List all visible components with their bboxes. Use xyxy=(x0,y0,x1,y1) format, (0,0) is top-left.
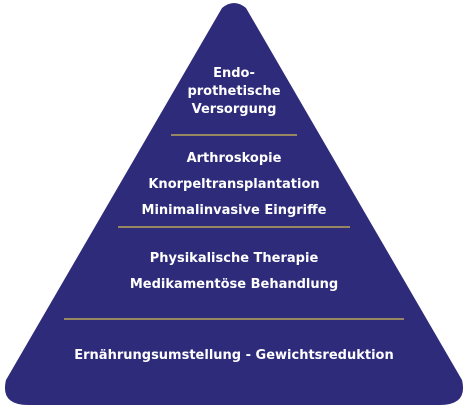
tier-line: Physikalische Therapie xyxy=(149,251,319,266)
tier-line: Ernährungsumstellung - Gewichtsreduktion xyxy=(74,348,394,363)
tier-line: Arthroskopie xyxy=(186,151,282,166)
tier-line: Knorpeltransplantation xyxy=(148,177,320,192)
tier-line: Endo- xyxy=(213,66,255,81)
tier-basis: Ernährungsumstellung - Gewichtsreduktion xyxy=(0,347,468,365)
tier-line: Medikamentöse Behandlung xyxy=(129,277,339,292)
tier-line: Versorgung xyxy=(191,102,277,117)
tier-konservativ: Physikalische Therapie Medikamentöse Beh… xyxy=(0,246,468,298)
tier-operative: Arthroskopie Knorpeltransplantation Mini… xyxy=(0,146,468,224)
pyramid-body xyxy=(4,3,464,405)
tier-line: Minimalinvasive Eingriffe xyxy=(141,203,327,218)
tier-endoprothetik: Endo- prothetische Versorgung xyxy=(0,65,468,119)
tier-line: prothetische xyxy=(187,84,281,99)
